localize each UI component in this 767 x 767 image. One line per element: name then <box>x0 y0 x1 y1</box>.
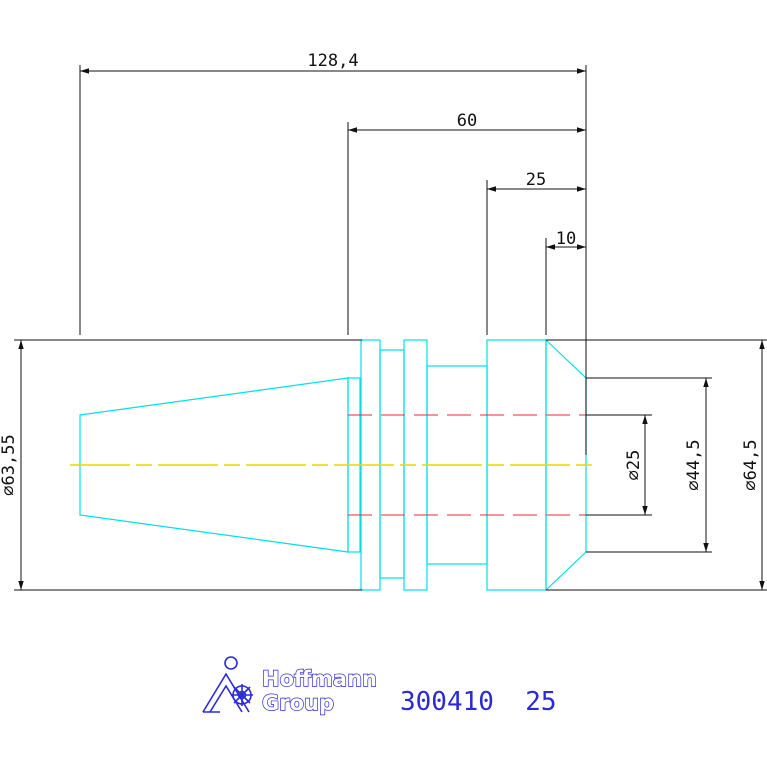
dimension-lines <box>14 65 767 591</box>
dim-bore-diameter: ⌀25 <box>624 450 644 481</box>
logo-symbol-icon <box>202 656 253 713</box>
dim-chamfer-length: 10 <box>556 229 576 249</box>
dim-overall-length: 128,4 <box>307 51 358 71</box>
brand-line-1: Hoffmann <box>262 667 377 691</box>
dim-taper-diameter: ⌀63,55 <box>0 434 19 495</box>
groove-bottom <box>379 349 405 579</box>
part-number: 300410 25 <box>400 687 557 717</box>
dim-taper-length: 60 <box>457 111 477 131</box>
dim-flange-length: 25 <box>526 170 546 190</box>
dim-flange-diameter: ⌀64,5 <box>741 439 761 490</box>
dim-nose-diameter: ⌀44,5 <box>684 439 704 490</box>
brand-line-2: Group <box>262 691 334 715</box>
hoffmann-group-logo: Hoffmann Group <box>202 656 378 716</box>
bore-hidden-lines <box>348 414 586 516</box>
